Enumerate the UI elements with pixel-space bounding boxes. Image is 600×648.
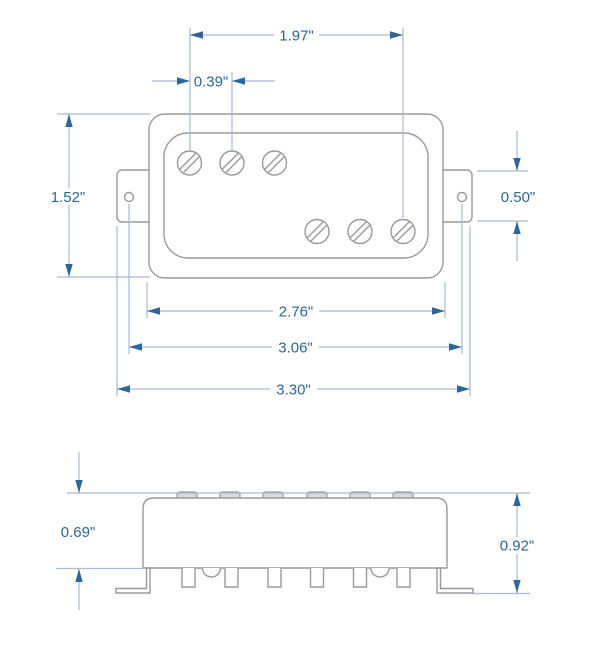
dim-label-side-overall-height: 0.92" — [500, 538, 535, 555]
pickup-cover-inner-outline — [163, 132, 429, 259]
pole-screw — [390, 218, 416, 245]
dim-label-ear-height: 0.50" — [501, 189, 536, 206]
pole-screw — [261, 150, 288, 176]
dim-label-side-body-height: 0.69" — [61, 524, 96, 541]
dim-pole-spacing: 0.39" — [152, 72, 275, 150]
bobbin-post-right — [370, 567, 390, 578]
dim-label-pole-span: 1.97" — [279, 28, 314, 45]
mounting-hole-left — [123, 191, 135, 203]
bobbin-post-left — [201, 567, 222, 578]
dim-ear-height: 0.50" — [477, 131, 535, 261]
dim-side-body-height: 0.69" — [56, 452, 530, 610]
pole-screw — [304, 218, 330, 245]
dim-overall-width: 3.30" — [116, 226, 471, 399]
dim-label-overall-width: 3.30" — [276, 382, 311, 399]
dim-label-overall-height: 1.52" — [51, 189, 86, 206]
pickup-top-view — [116, 113, 473, 279]
mounting-ear-left — [116, 169, 153, 223]
mounting-bracket-right — [436, 567, 474, 594]
dim-label-pole-spacing: 0.39" — [194, 74, 229, 91]
mounting-bracket-left — [115, 567, 151, 594]
dim-side-overall-height: 0.92" — [473, 493, 540, 595]
pickup-side-body — [142, 497, 448, 569]
dim-body-width: 2.76" — [146, 282, 446, 321]
dim-pole-span: 1.97" — [189, 27, 404, 218]
dim-label-body-width: 2.76" — [279, 304, 314, 321]
dim-mount-hole-span: 3.06" — [128, 204, 463, 357]
pole-screw — [176, 150, 203, 176]
dim-label-mount-hole-span: 3.06" — [278, 340, 313, 357]
pole-screw-legs — [181, 568, 411, 588]
pickup-body-outline — [148, 113, 444, 279]
pole-screw — [347, 218, 373, 245]
pole-screw — [219, 150, 245, 176]
dim-overall-height: 1.52" — [44, 113, 150, 278]
pickup-side-view — [115, 491, 474, 594]
mounting-hole-right — [456, 191, 468, 203]
